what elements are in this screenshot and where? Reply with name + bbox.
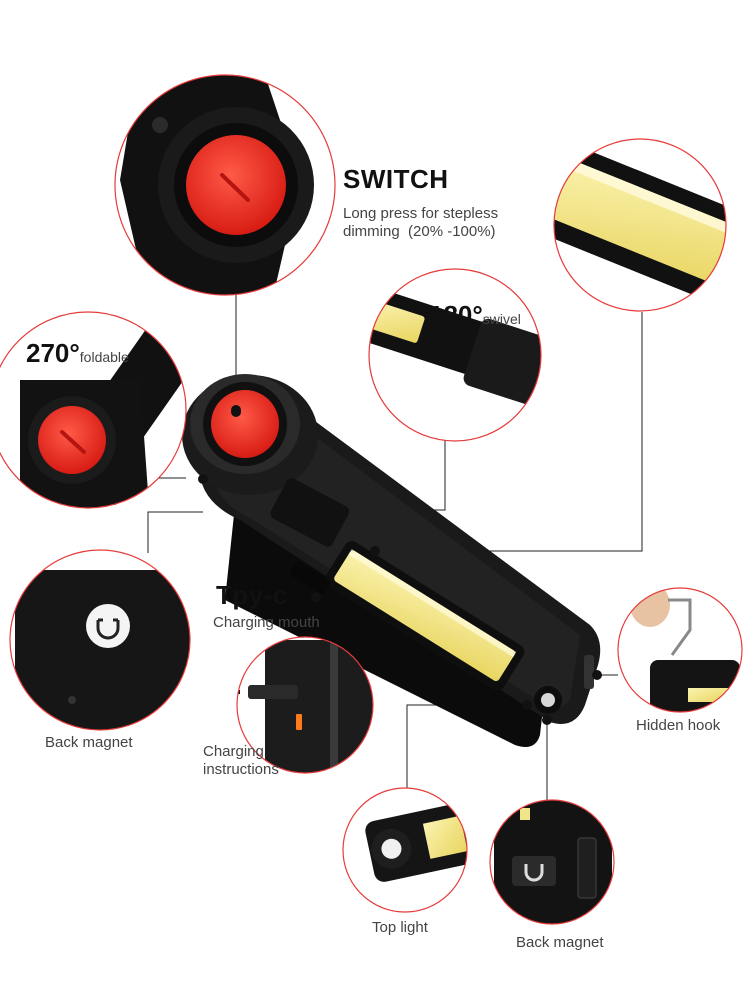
swivel-unit: swivel bbox=[482, 311, 521, 327]
swivel-degrees: 180° bbox=[429, 300, 483, 330]
callout-hidden-hook bbox=[617, 587, 743, 713]
callout-swivel bbox=[368, 268, 542, 442]
charging-indicator bbox=[296, 714, 302, 730]
callout-top-light bbox=[342, 787, 468, 913]
switch-desc-line2: dimming (20% -100%) bbox=[343, 223, 496, 240]
callout-charging bbox=[236, 636, 374, 774]
callout-back-magnet-bottom bbox=[489, 799, 615, 925]
callout-foldable bbox=[0, 311, 187, 509]
caption-back-magnet-bottom: Back magnet bbox=[516, 934, 604, 951]
magnet-icon bbox=[86, 604, 130, 648]
foldable-label: 270°foldable bbox=[26, 338, 129, 369]
callout-back-magnet-left bbox=[9, 549, 191, 731]
cob-light-strip bbox=[334, 550, 515, 682]
power-icon bbox=[186, 135, 286, 235]
callout-cob bbox=[553, 138, 727, 312]
callout-switch bbox=[114, 74, 336, 296]
foldable-unit: foldable bbox=[79, 349, 129, 365]
caption-hidden-hook: Hidden hook bbox=[636, 717, 721, 734]
caption-charging-instructions: Charging instructions bbox=[203, 743, 279, 778]
switch-title: SWITCH bbox=[343, 164, 449, 194]
switch-desc-line1: Long press for stepless bbox=[343, 205, 499, 222]
swivel-label: 180°swivel bbox=[429, 300, 521, 331]
usb-title: Tpy-c bbox=[216, 580, 288, 610]
foldable-degrees: 270° bbox=[26, 338, 80, 368]
flashlight-body bbox=[182, 374, 602, 748]
caption-top-light: Top light bbox=[372, 919, 428, 936]
caption-back-magnet-left: Back magnet bbox=[45, 734, 133, 751]
power-button bbox=[211, 390, 279, 458]
usb-desc: Charging mouth bbox=[213, 614, 320, 631]
